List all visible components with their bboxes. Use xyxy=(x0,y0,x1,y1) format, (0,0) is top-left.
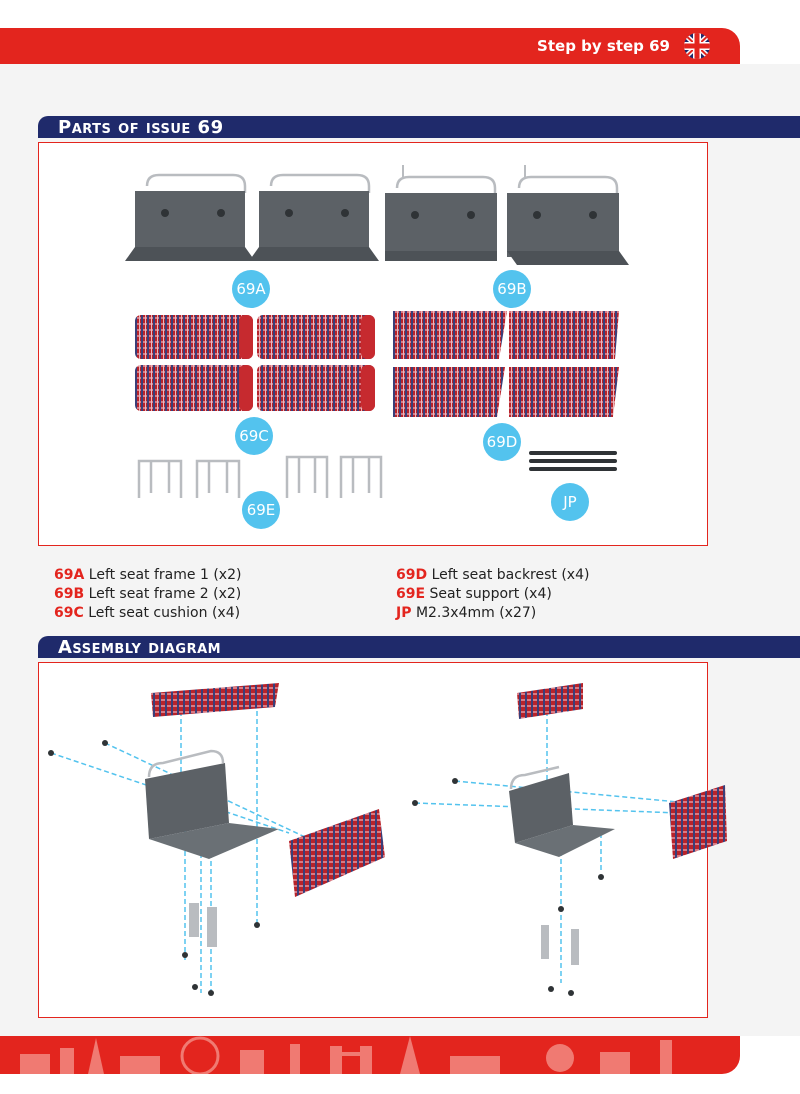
parts-list-right: 69D Left seat backrest (x4) 69E Seat sup… xyxy=(396,566,589,623)
assembly-box xyxy=(38,662,727,1018)
uk-flag-icon xyxy=(684,33,710,59)
label-69e: 69E xyxy=(242,491,280,529)
right-assembly xyxy=(412,683,727,996)
part-item: 69B Left seat frame 2 (x2) xyxy=(54,586,242,602)
seat-frame-69b-2 xyxy=(507,165,629,265)
left-assembly xyxy=(48,683,385,996)
parts-box: 69A 69B 69C 69D 69E JP xyxy=(38,142,708,546)
seat-frame-69b-1 xyxy=(385,165,497,261)
part-item: 69E Seat support (x4) xyxy=(396,586,552,602)
parts-section-header: Parts of issue 69 xyxy=(38,116,800,138)
seat-frame-69a-1 xyxy=(125,173,255,261)
parts-list-left: 69A Left seat frame 1 (x2) 69B Left seat… xyxy=(54,566,241,623)
page-title: Step by step 69 xyxy=(537,37,670,55)
seat-backrests-69d xyxy=(393,311,619,417)
seat-cushions-69c xyxy=(135,315,375,411)
london-skyline-icon xyxy=(20,1036,672,1074)
part-item: 69A Left seat frame 1 (x2) xyxy=(54,567,242,583)
label-69b: 69B xyxy=(493,270,531,308)
label-69d: 69D xyxy=(483,423,521,461)
assembly-section-header: Assembly diagram xyxy=(38,636,800,658)
parts-section-title: Parts of issue 69 xyxy=(58,117,224,138)
label-69a: 69A xyxy=(232,270,270,308)
label-69c: 69C xyxy=(235,417,273,455)
part-item: JP M2.3x4mm (x27) xyxy=(396,605,537,621)
part-item: 69D Left seat backrest (x4) xyxy=(396,567,590,583)
part-item: 69C Left seat cushion (x4) xyxy=(54,605,241,621)
assembly-section-title: Assembly diagram xyxy=(58,637,222,658)
parts-illustration xyxy=(125,165,629,498)
seat-frame-69a-2 xyxy=(249,173,379,261)
assembly-illustration xyxy=(48,683,727,996)
header-bar: Step by step 69 xyxy=(0,28,740,64)
seat-supports-69e xyxy=(137,455,383,498)
screws-jp xyxy=(529,451,617,471)
label-jp: JP xyxy=(551,483,589,521)
